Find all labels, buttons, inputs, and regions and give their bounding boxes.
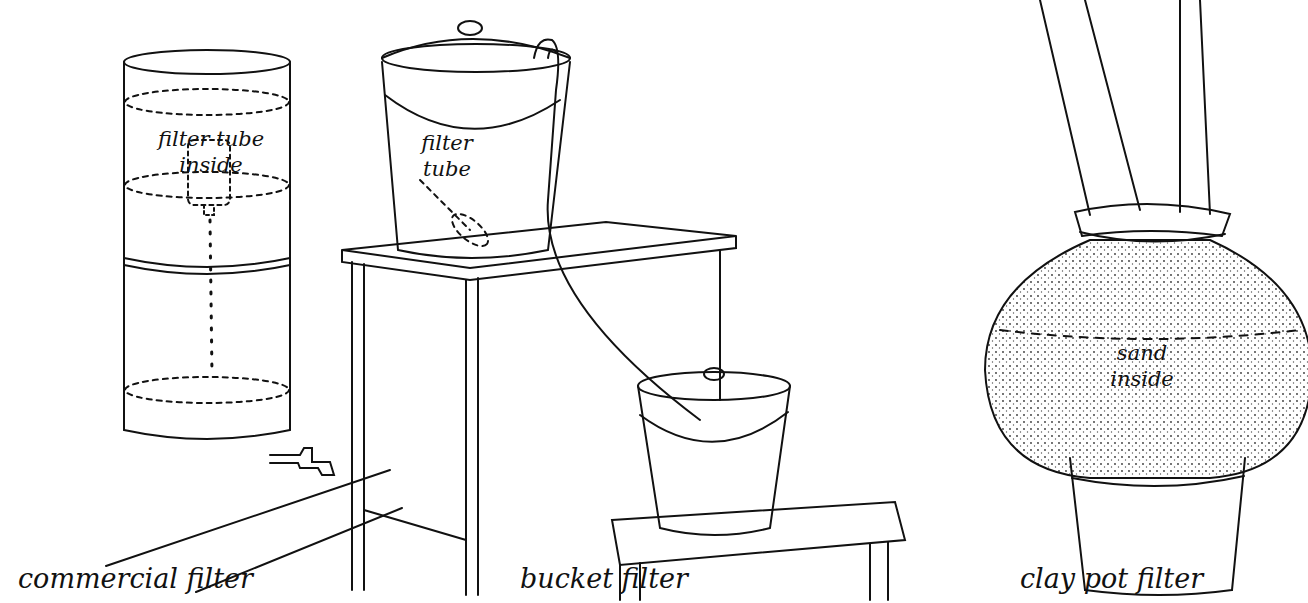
cloth-cover <box>1075 204 1230 236</box>
upper-table-top <box>342 222 736 268</box>
bucket-handle <box>1072 476 1244 486</box>
clay-pot-filter <box>985 0 1308 595</box>
filter-tube-outline <box>447 208 494 252</box>
commercial-filter <box>106 50 402 592</box>
lid-knob <box>458 21 482 35</box>
lid-top <box>124 50 290 74</box>
part-label: sand inside <box>1100 340 1184 393</box>
lower-table-top <box>612 502 905 565</box>
clay-pot <box>985 240 1308 478</box>
lower-water-level <box>125 377 289 403</box>
inner-tube <box>420 180 470 230</box>
bucket-rim <box>382 44 570 72</box>
water-level <box>125 89 289 115</box>
cylinder-wall <box>124 74 290 430</box>
part-label: filter tube inside <box>147 126 275 179</box>
lower-lid-knob <box>704 368 724 380</box>
joint-band <box>124 258 290 274</box>
part-label: filter tube <box>408 130 486 183</box>
upper-table-edge <box>342 236 736 280</box>
hose-edge <box>548 50 556 58</box>
water-drips <box>210 220 212 375</box>
hanging-ropes <box>1040 0 1210 215</box>
bucket-filter <box>342 21 905 600</box>
figure-caption: bucket filter <box>520 562 688 596</box>
lower-bucket-rim <box>638 372 790 400</box>
bucket-handle <box>385 95 560 129</box>
figure-caption: commercial filter <box>18 562 253 596</box>
cylinder-base <box>124 430 290 439</box>
filter-nozzle <box>204 205 214 215</box>
sand-level <box>1000 330 1300 339</box>
upper-table-rail <box>364 510 466 540</box>
lid-rim <box>124 62 290 74</box>
upper-table-legs <box>352 250 720 595</box>
tap <box>270 448 334 475</box>
figure-caption: clay pot filter <box>1020 562 1203 596</box>
lower-bucket-handle <box>640 412 788 442</box>
